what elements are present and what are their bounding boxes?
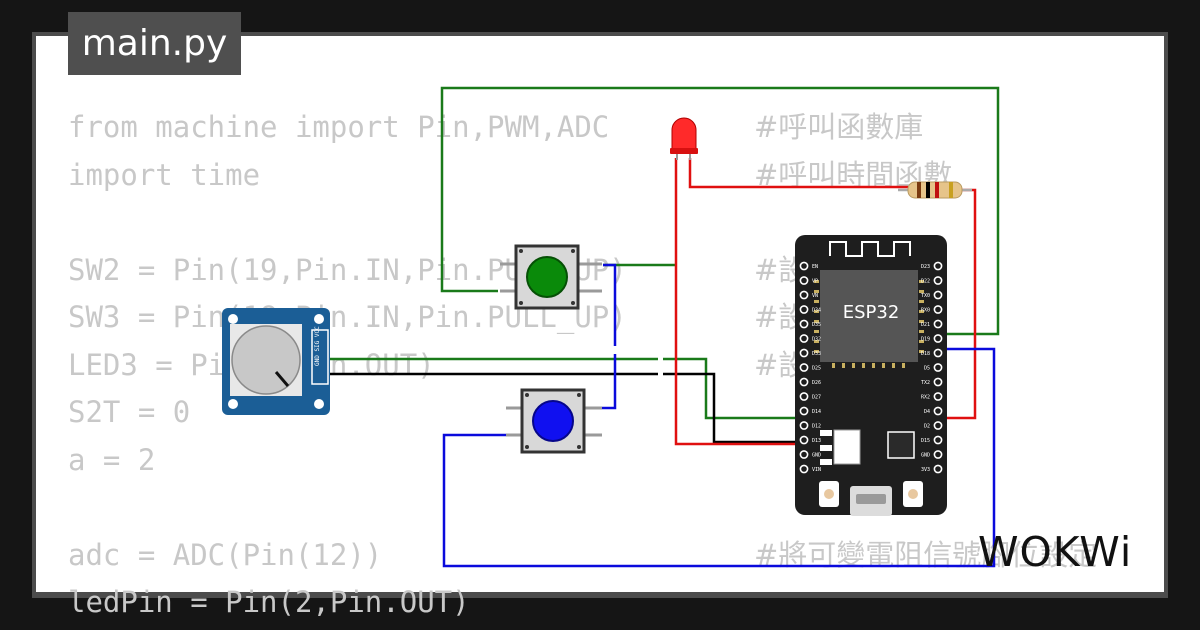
code-line: ledPin = Pin(2,Pin.OUT) [68, 585, 470, 619]
pin-label: D14 [812, 409, 821, 415]
pin-label: D25 [812, 366, 821, 372]
pin-en[interactable] [799, 261, 809, 271]
chip-label: ESP32 [843, 302, 900, 323]
pin-d19[interactable] [933, 334, 943, 343]
pin-d14[interactable] [799, 406, 809, 416]
pin-d23[interactable] [933, 261, 943, 271]
pin-label: TX0 [921, 293, 930, 299]
pin-label: D23 [921, 264, 930, 270]
pot-pin-labels: GND SIG VCC [314, 326, 321, 366]
pin-rx2[interactable] [933, 392, 943, 401]
pin-tx0[interactable] [933, 290, 943, 300]
chip-pads [814, 280, 924, 368]
wire-blue-sw2-sw3 [600, 263, 617, 410]
pin-label: D5 [924, 366, 930, 372]
code-line: import time [68, 157, 261, 192]
pin-gnd[interactable] [799, 450, 809, 459]
wire-gap [658, 356, 663, 378]
wire-gap [612, 346, 618, 354]
pin-label: D26 [812, 380, 821, 386]
pin-d4[interactable] [933, 406, 943, 416]
pin-label: D2 [924, 424, 930, 430]
wire-blue-sw3-board [442, 347, 996, 568]
pin-d25[interactable] [799, 363, 809, 372]
pin-d5[interactable] [933, 363, 943, 372]
pin-d12[interactable] [799, 421, 809, 430]
resistor[interactable] [898, 181, 972, 199]
pin-label: D12 [812, 424, 821, 430]
pin-d22[interactable] [933, 276, 943, 285]
code-comment: #呼叫函數庫 [754, 110, 924, 144]
pin-label: D19 [921, 337, 930, 343]
pushbutton-sw2[interactable] [500, 244, 602, 310]
pin-d13[interactable] [799, 435, 809, 445]
code-line: adc = ADC(Pin(12)) [68, 537, 383, 572]
pin-d27[interactable] [799, 392, 809, 401]
pin-label: VIN [812, 467, 821, 473]
wire-black-pot-gnd [330, 372, 802, 444]
pin-d34[interactable] [799, 305, 809, 314]
pin-label: D33 [812, 351, 821, 357]
file-tab[interactable]: main.py [68, 12, 241, 75]
wire-green-pot-sig [330, 357, 802, 420]
pushbutton-sw3[interactable] [506, 388, 602, 454]
pin-label: D22 [921, 279, 930, 285]
pin-d21[interactable] [933, 319, 943, 329]
wire-green-sw2-loop [440, 86, 1000, 336]
wokwi-logo: WOKWi [978, 528, 1133, 576]
pin-vp[interactable] [799, 276, 809, 285]
pin-label: D15 [921, 438, 930, 444]
pin-label: D35 [812, 322, 821, 328]
wire-red-led-cathode [674, 158, 802, 446]
pin-d18[interactable] [933, 348, 943, 358]
pin-d15[interactable] [933, 435, 943, 445]
led-red[interactable] [670, 117, 698, 160]
pin-vin[interactable] [799, 464, 809, 474]
pin-d32[interactable] [799, 334, 809, 343]
pin-gnd[interactable] [933, 450, 943, 459]
pin-label: TX2 [921, 380, 930, 386]
left-pin-holes [799, 261, 809, 474]
pin-label: EN [812, 264, 818, 270]
pin-label: GND [921, 453, 930, 459]
pin-label: D13 [812, 438, 821, 444]
pin-3v3[interactable] [933, 464, 943, 474]
pin-label: D32 [812, 337, 821, 343]
code-line: a = 2 [68, 442, 156, 477]
pin-rx0[interactable] [933, 305, 943, 314]
pin-d33[interactable] [799, 348, 809, 358]
pin-label: VN [812, 293, 818, 299]
pin-d2[interactable] [933, 421, 943, 430]
pin-vn[interactable] [799, 290, 809, 300]
pin-label: D18 [921, 351, 930, 357]
pin-label: 3V3 [921, 467, 930, 473]
pin-label: D4 [924, 409, 930, 415]
pin-d35[interactable] [799, 319, 809, 329]
pin-tx2[interactable] [933, 377, 943, 387]
wire-red-led-anode [688, 158, 908, 189]
potentiometer[interactable]: GND SIG VCC [222, 308, 330, 415]
code-line: from machine import Pin,PWM,ADC [68, 110, 610, 144]
pin-label: RX2 [921, 395, 930, 401]
esp32-board[interactable]: ESP32 ENVPVND34D35D32D33D25D26D27D14D12D… [795, 235, 947, 516]
pin-label: D21 [921, 322, 930, 328]
pin-label: VP [812, 279, 818, 285]
code-line: S2T = 0 [68, 395, 191, 429]
wires [330, 86, 1000, 568]
pin-label: GND [812, 453, 821, 459]
pin-d26[interactable] [799, 377, 809, 387]
right-pin-holes [933, 261, 943, 474]
pin-label: D27 [812, 395, 821, 401]
pin-label: RX0 [921, 308, 930, 314]
pin-label: D34 [812, 308, 821, 314]
